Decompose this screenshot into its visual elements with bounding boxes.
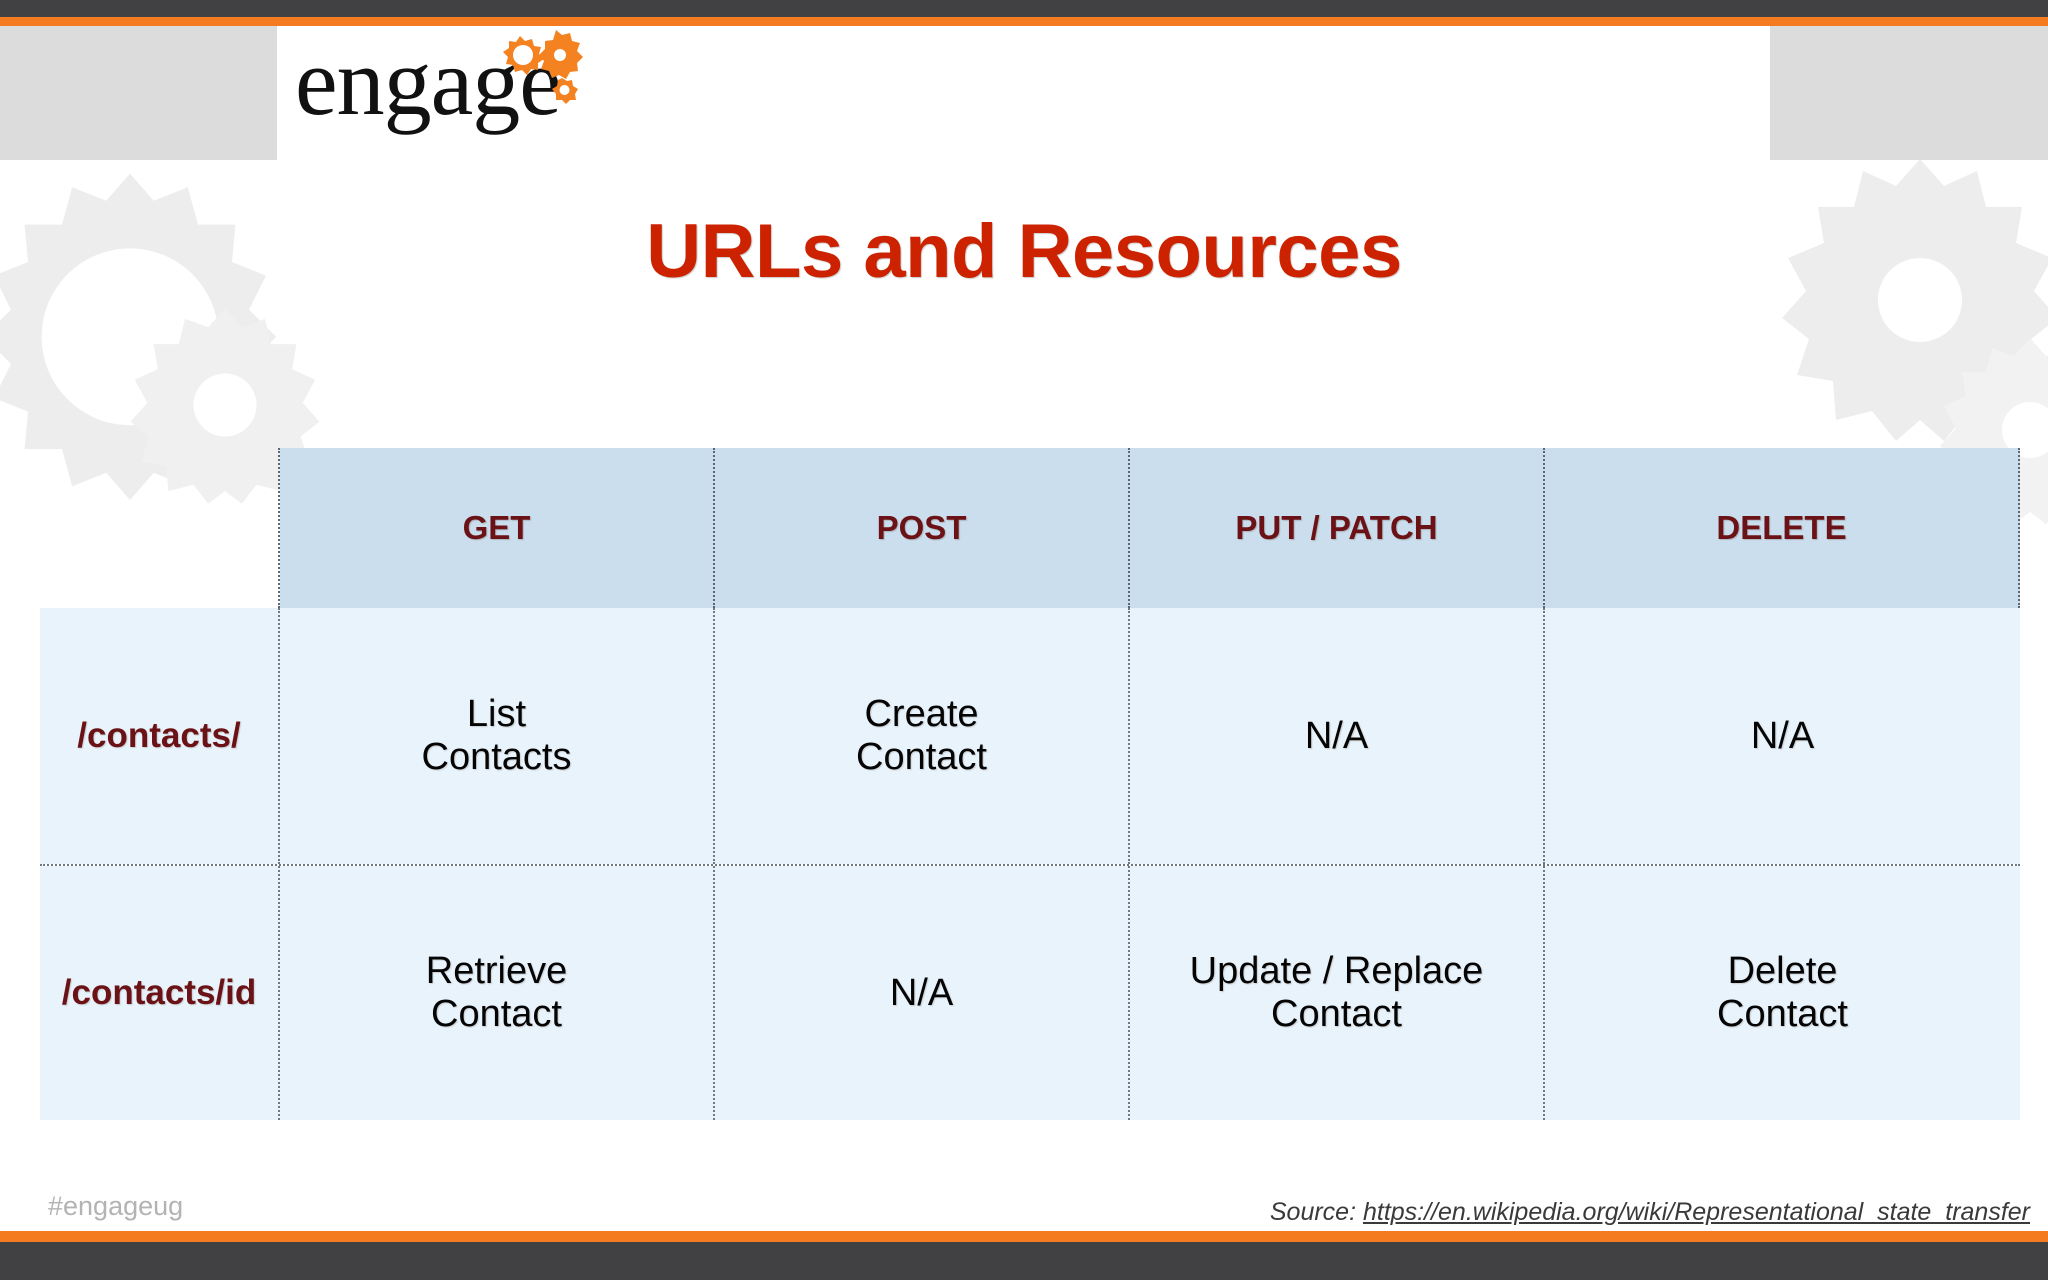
event-hashtag: #engageug xyxy=(48,1191,184,1221)
cell-contacts-delete: N/A xyxy=(1545,608,2020,864)
source-label: Source: xyxy=(1269,1198,1363,1226)
cell-contacts-id-post: N/A xyxy=(715,866,1130,1120)
column-header-get: GET xyxy=(280,448,715,608)
table-header-row: GET POST PUT / PATCH DELETE xyxy=(40,448,2020,611)
table-corner-cell xyxy=(40,448,280,608)
gears-icon xyxy=(503,30,583,104)
http-methods-table: GET POST PUT / PATCH DELETE /contacts/ L… xyxy=(40,448,2020,1120)
column-header-put-patch: PUT / PATCH xyxy=(1130,448,1545,608)
source-link[interactable]: https://en.wikipedia.org/wiki/Representa… xyxy=(1362,1198,2030,1226)
top-chrome-bar xyxy=(0,0,2048,17)
bottom-accent-bar xyxy=(0,1231,2048,1242)
background-gear-right-icon xyxy=(1782,159,2048,441)
brand-logo: engage xyxy=(295,28,595,138)
column-header-delete: DELETE xyxy=(1545,448,2020,608)
column-header-post: POST xyxy=(715,448,1130,608)
top-accent-bar xyxy=(0,17,2048,26)
bottom-chrome-bar xyxy=(0,1242,2048,1280)
source-citation: Source: https://en.wikipedia.org/wiki/Re… xyxy=(1270,1198,2030,1227)
header-block-right xyxy=(1770,26,2048,160)
header-block-left xyxy=(0,26,277,160)
row-header-contacts-id: /contacts/id xyxy=(40,866,280,1120)
page-title: URLs and Resources xyxy=(646,209,1402,294)
row-header-contacts: /contacts/ xyxy=(40,608,280,864)
cell-contacts-put-patch: N/A xyxy=(1130,608,1545,864)
